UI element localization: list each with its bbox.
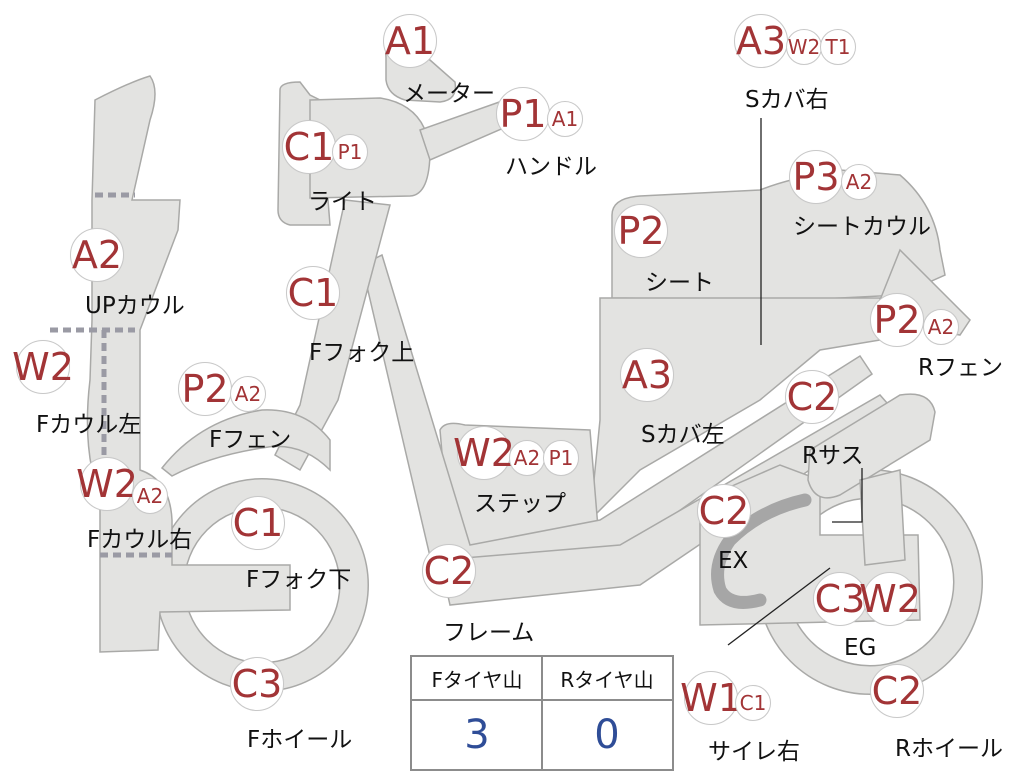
part-name-step: ステップ — [474, 491, 566, 517]
part-code-handle-p1: P1 — [496, 87, 550, 141]
part-code-engine-w2: W2 — [859, 572, 921, 626]
part-name-up-cowl: UPカウル — [85, 293, 185, 319]
part-name-s-cover-left: Sカバ左 — [641, 422, 725, 448]
part-code-s-cover-right-t1: T1 — [820, 29, 856, 65]
part-name-r-fender: Rフェン — [918, 355, 1003, 381]
part-code-light-p1: P1 — [332, 134, 368, 170]
part-name-meter: メーター — [403, 81, 495, 107]
part-code-seat-p2: P2 — [614, 204, 668, 258]
front-tread-header: Fタイヤ山 — [412, 657, 542, 701]
shock-shape — [807, 393, 936, 499]
part-name-seat: シート — [645, 270, 714, 296]
part-name-silencer-right: サイレ右 — [708, 739, 800, 765]
part-name-light: ライト — [308, 189, 377, 215]
exhaust-shape — [711, 493, 812, 609]
part-name-r-suspension: Rサス — [802, 443, 864, 469]
part-code-f-cowl-left-w2: W2 — [12, 340, 74, 394]
part-name-f-fork-lower: Fフォク下 — [246, 567, 352, 593]
part-code-frame-c2: C2 — [422, 544, 476, 598]
part-code-s-cover-left-a3: A3 — [620, 348, 674, 402]
part-code-handle-a1: A1 — [547, 101, 583, 137]
table-divider — [541, 657, 543, 769]
part-code-f-wheel-c3: C3 — [230, 657, 284, 711]
part-code-meter-a1: A1 — [383, 14, 437, 68]
part-name-f-cowl-left: Fカウル左 — [36, 412, 142, 438]
part-code-f-fender-p2: P2 — [178, 362, 232, 416]
part-code-r-suspension-c2: C2 — [785, 370, 839, 424]
part-name-engine: EG — [844, 635, 877, 661]
part-code-s-cover-right-a3: A3 — [734, 14, 788, 68]
shock-rod-shape — [859, 469, 906, 566]
part-name-f-cowl-right: Fカウル右 — [87, 527, 193, 553]
tire-tread-table: Fタイヤ山 Rタイヤ山 3 0 — [410, 655, 674, 771]
part-code-light-c1: C1 — [282, 120, 336, 174]
part-name-seat-cowl: シートカウル — [793, 214, 931, 240]
part-code-f-fork-lower-c1: C1 — [231, 496, 285, 550]
part-code-seat-cowl-a2: A2 — [841, 164, 877, 200]
part-code-f-cowl-right-w2: W2 — [76, 457, 138, 511]
part-name-s-cover-right: Sカバ右 — [745, 87, 829, 113]
part-name-exhaust: EX — [718, 548, 749, 574]
part-name-r-wheel: Rホイール — [895, 736, 1003, 762]
rear-tread-header: Rタイヤ山 — [542, 657, 672, 701]
front-fender-shape — [160, 409, 331, 477]
part-code-seat-cowl-p3: P3 — [789, 150, 843, 204]
part-code-silencer-right-w1: W1 — [680, 671, 742, 725]
part-code-f-fender-a2: A2 — [230, 376, 266, 412]
part-code-engine-c3: C3 — [813, 572, 867, 626]
part-code-step-p1: P1 — [543, 440, 579, 476]
front-tread-value: 3 — [464, 712, 490, 758]
part-code-f-fork-upper-c1: C1 — [286, 266, 340, 320]
part-code-s-cover-right-w2: W2 — [786, 29, 822, 65]
part-name-f-fork-upper: Fフォク上 — [309, 340, 415, 366]
part-code-exhaust-c2: C2 — [697, 484, 751, 538]
part-code-r-fender-a2: A2 — [923, 309, 959, 345]
fork-upper-shape — [274, 199, 391, 472]
part-code-f-cowl-right-a2: A2 — [132, 478, 168, 514]
rear-tread-value: 0 — [594, 712, 620, 758]
part-name-f-wheel: Fホイール — [247, 727, 353, 753]
part-code-step-a2: A2 — [509, 440, 545, 476]
part-code-step-w2: W2 — [453, 426, 515, 480]
part-name-handle: ハンドル — [505, 154, 597, 180]
part-name-f-fender: Fフェン — [209, 427, 292, 453]
part-code-r-fender-p2: P2 — [870, 293, 924, 347]
part-name-frame: フレーム — [443, 620, 535, 646]
part-code-up-cowl-a2: A2 — [70, 228, 124, 282]
part-code-silencer-right-c1: C1 — [735, 685, 771, 721]
part-code-r-wheel-c2: C2 — [870, 664, 924, 718]
